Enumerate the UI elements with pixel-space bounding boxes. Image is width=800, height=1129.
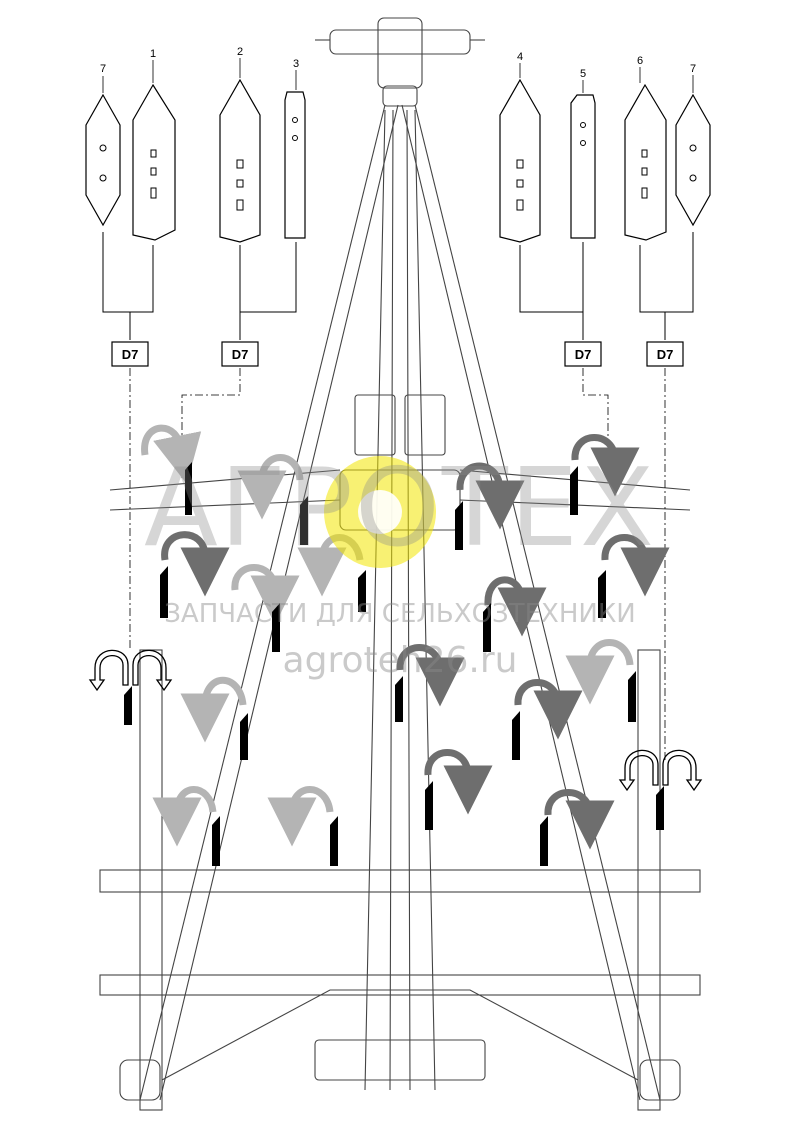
group-label-1: D7 [122, 347, 139, 362]
group-label-2: D7 [232, 347, 249, 362]
callout-5: 5 [580, 68, 586, 80]
tine-tip [425, 781, 433, 830]
tine-tip [512, 711, 520, 760]
split-arrow-left [88, 649, 129, 692]
tine-tip [124, 686, 132, 725]
tine-tip [628, 671, 636, 722]
group-label-4: D7 [657, 347, 674, 362]
rotation-arrows [141, 424, 670, 850]
rotate-arrow-light [141, 424, 202, 485]
rotate-arrow-dark [161, 531, 230, 597]
callout-leaders [102, 58, 694, 93]
part-2 [219, 78, 261, 243]
tine-tip [395, 676, 403, 722]
part-holes [99, 117, 697, 211]
split-arrows [88, 649, 703, 792]
part-4 [499, 78, 541, 243]
tine-tip [483, 603, 491, 652]
rotate-arrow-light [267, 786, 334, 847]
rotate-arrow-dark [456, 462, 525, 530]
rotate-arrow-light [231, 564, 300, 625]
watermark-subtitle: ЗАПЧАСТИ ДЛЯ СЕЛЬХОЗТЕХНИКИ [164, 599, 636, 629]
tine-tip [212, 816, 220, 866]
rotate-arrow-light [565, 639, 634, 705]
tine-tips [124, 462, 664, 866]
callout-4: 4 [517, 51, 523, 63]
rotate-arrow-light [237, 454, 304, 520]
watermark-title: АГРОТЕХ [144, 446, 656, 571]
tine-tip [598, 570, 606, 618]
callout-2: 2 [237, 46, 243, 58]
part-6 [624, 83, 667, 241]
group-brackets [102, 232, 694, 340]
callout-1: 1 [150, 48, 156, 60]
split-arrow-left [132, 649, 173, 692]
rotate-arrow-dark [396, 644, 465, 707]
tine-tip [540, 816, 548, 866]
split-arrow-right [618, 749, 659, 792]
part-3 [284, 91, 306, 239]
callout-numbers: 7 1 2 3 4 5 6 7 [100, 46, 696, 80]
watermark-url: agroteh26.ru [283, 640, 518, 681]
tine-tip [570, 466, 578, 515]
rotate-arrow-dark [514, 679, 583, 740]
tine-tip [185, 462, 192, 515]
tine-tip [656, 786, 664, 830]
callout-7-left: 7 [100, 63, 106, 75]
callout-3: 3 [293, 58, 299, 70]
part-5 [570, 94, 596, 239]
rotate-arrow-dark [544, 789, 615, 850]
tine-tip [240, 713, 248, 760]
part-7-left [85, 93, 121, 227]
watermark: АГРОТЕХ ЗАПЧАСТИ ДЛЯ СЕЛЬХОЗТЕХНИКИ agro… [144, 446, 656, 681]
rotate-arrow-light [152, 786, 217, 847]
tine-tip [330, 816, 338, 866]
callout-6: 6 [637, 55, 643, 67]
tine-tip [272, 603, 280, 652]
split-arrow-right [662, 749, 703, 792]
tine-tip [160, 566, 168, 618]
part-1 [132, 83, 176, 241]
tine-parts [85, 78, 711, 243]
group-label-3: D7 [575, 347, 592, 362]
rotate-arrow-dark [424, 749, 493, 815]
rotate-arrow-dark [601, 534, 670, 597]
callout-7-right: 7 [690, 63, 696, 75]
rotate-arrow-dark [484, 576, 547, 637]
tine-tip [300, 496, 308, 545]
tine-tip [455, 501, 463, 550]
rotate-arrow-light [180, 676, 247, 743]
d7-labels: D7 D7 D7 D7 [111, 341, 684, 367]
tine-tip [358, 570, 366, 612]
rotate-arrow-dark [571, 434, 640, 497]
part-7-right [675, 93, 711, 227]
